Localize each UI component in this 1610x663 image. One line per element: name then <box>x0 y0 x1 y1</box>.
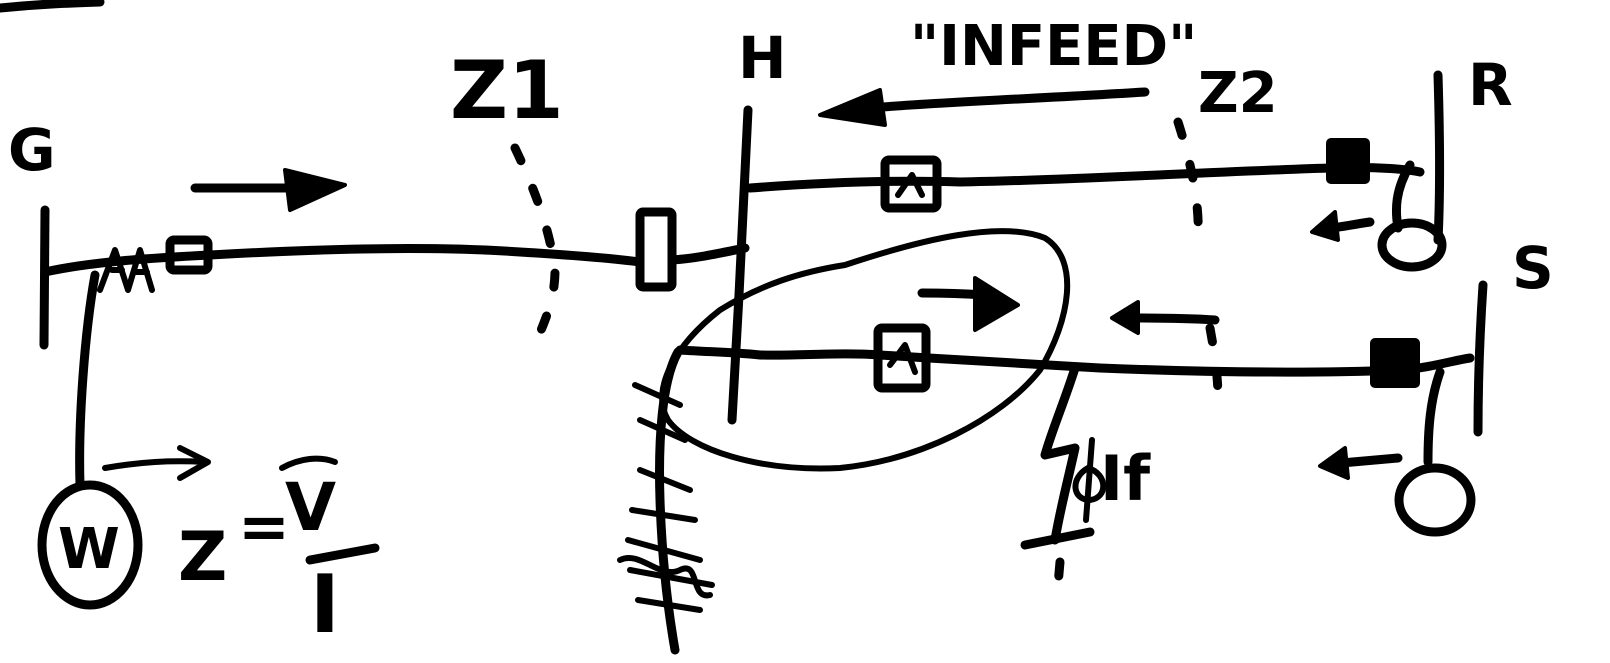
arrow-s-head <box>1318 446 1350 480</box>
fault-ground-dash <box>1053 557 1065 590</box>
line-g-h <box>40 244 645 277</box>
zone-1-reach <box>510 143 560 350</box>
source-label: W <box>58 517 120 582</box>
zone-2-reach <box>1173 117 1203 245</box>
arrow-loop-head <box>973 276 1020 332</box>
infeed-loop <box>659 228 1071 472</box>
source-s-lead <box>1423 367 1445 467</box>
bus-r-label: R <box>1468 51 1513 119</box>
zone-2-label: Z2 <box>1198 61 1278 126</box>
fault-ground <box>1020 527 1095 550</box>
zone-2-reach-s <box>1205 323 1223 403</box>
breaker-s <box>1370 338 1420 388</box>
bus-r <box>1433 70 1444 245</box>
tap-line <box>655 347 683 655</box>
edge-stroke <box>0 0 105 13</box>
fault-phi <box>1072 437 1107 523</box>
breaker-r <box>1326 138 1370 184</box>
bus-g <box>39 205 50 350</box>
arrow-s-infeed <box>1130 313 1220 325</box>
relay-box-h-s <box>873 323 931 393</box>
relay-box-h-in <box>635 207 677 292</box>
relay-box-g <box>165 235 213 275</box>
breaker-g <box>97 247 155 293</box>
tap-scribble <box>617 555 713 599</box>
arrow-s-infeed-head <box>1110 300 1140 335</box>
relay-box-h-r-mark <box>895 172 925 198</box>
source-r-lead <box>1391 160 1415 233</box>
fault-bolt <box>1040 363 1080 545</box>
arrow-z <box>102 445 211 481</box>
equals-label: = <box>238 490 290 563</box>
bus-h <box>727 105 753 425</box>
infeed-label: "INFEED" <box>910 14 1197 79</box>
source-circle <box>37 480 143 610</box>
relay-box-h-r <box>880 155 942 213</box>
fault-current-label: If <box>1100 442 1151 515</box>
current-i-label: I <box>310 558 340 651</box>
source-s-circle <box>1394 463 1476 537</box>
zone-1-label: Z1 <box>450 44 564 137</box>
infeed-arrow <box>865 87 1150 113</box>
arrow-g-head <box>283 168 347 212</box>
current-i-bar <box>305 543 380 565</box>
impedance-z-label: Z <box>178 518 227 597</box>
tap-hatch <box>625 382 715 613</box>
voltage-v-label: V <box>285 469 336 546</box>
arrow-v <box>279 455 338 471</box>
bus-s <box>1473 280 1488 437</box>
bus-h-label: H <box>738 24 787 92</box>
source-r-circle <box>1377 218 1447 272</box>
source-lead <box>75 270 100 490</box>
line-h-r <box>745 162 1425 193</box>
bus-g-label: G <box>8 116 56 184</box>
line-h-stub <box>667 243 750 265</box>
infeed-arrow-head <box>818 88 887 127</box>
arrow-r-head <box>1310 210 1340 242</box>
bus-s-label: S <box>1512 234 1554 302</box>
relay-box-h-s-mark <box>887 342 918 375</box>
